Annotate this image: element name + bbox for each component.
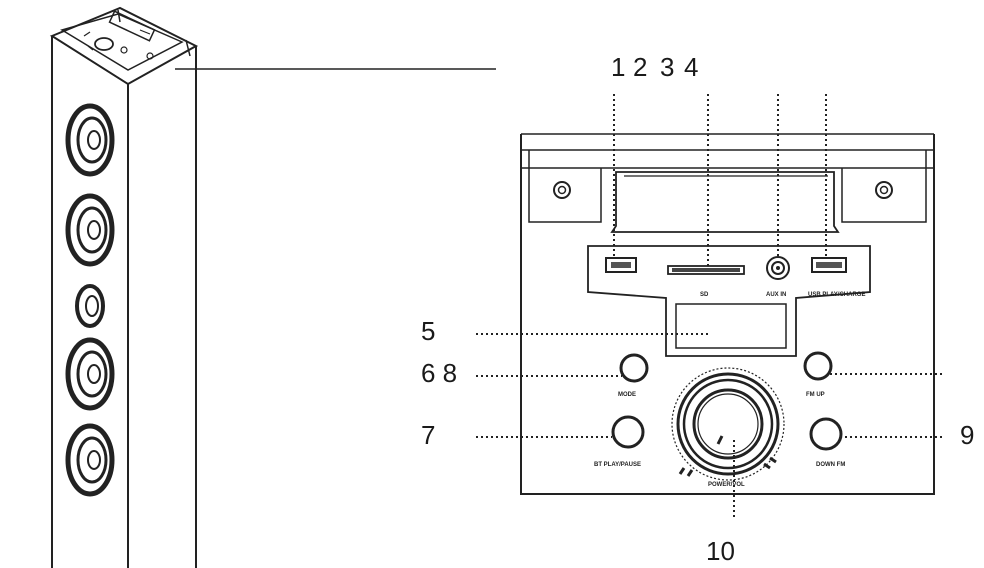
fm-up-button[interactable]: FM UP [803, 351, 833, 398]
control-panel: SD AUX IN USB PLAY/CHARGE MODE BT PLAY/P… [520, 133, 935, 495]
screw-right [875, 181, 893, 199]
usb-port-right: USB PLAY/CHARGE [808, 257, 865, 298]
callout-9: 9 [960, 420, 974, 450]
callout-4: 4 [684, 52, 698, 82]
callout-3: 3 [660, 52, 674, 82]
aux-in-jack: AUX IN [766, 256, 790, 298]
leader-lines [476, 94, 944, 520]
woofer-2 [65, 193, 115, 267]
sd-card-slot: SD [667, 265, 745, 298]
aux-in-label: AUX IN [766, 292, 786, 298]
woofer-4 [65, 423, 115, 497]
power-vol-label: POWER/VOL [708, 482, 745, 488]
usb-port-left [605, 257, 637, 273]
volume-knob[interactable]: POWER/VOL [671, 367, 785, 488]
callout-1: 1 [611, 52, 625, 82]
bt-play-pause-button[interactable]: BT PLAY/PAUSE [594, 415, 645, 468]
tower-speaker [49, 6, 199, 568]
down-label: DOWN FM [816, 462, 845, 468]
woofer-1 [65, 103, 115, 177]
callout-numbers: 1 2 3 4 5 6 8 7 9 10 [421, 52, 974, 566]
display-window [675, 303, 787, 349]
callout-2: 2 [633, 52, 647, 82]
mode-label: MODE [618, 392, 636, 398]
usb-label: USB PLAY/CHARGE [808, 292, 865, 298]
tweeter [75, 284, 105, 328]
down-button[interactable]: DOWN FM [809, 417, 845, 468]
callout-6-8: 6 8 [421, 358, 457, 388]
callout-7: 7 [421, 420, 435, 450]
callout-10: 10 [706, 536, 735, 566]
mode-button[interactable]: MODE [618, 353, 649, 398]
fm-up-label: FM UP [806, 392, 825, 398]
screw-left [553, 181, 571, 199]
sd-label: SD [700, 292, 709, 298]
woofer-3 [65, 337, 115, 411]
bt-play-pause-label: BT PLAY/PAUSE [594, 462, 641, 468]
callout-5: 5 [421, 316, 435, 346]
